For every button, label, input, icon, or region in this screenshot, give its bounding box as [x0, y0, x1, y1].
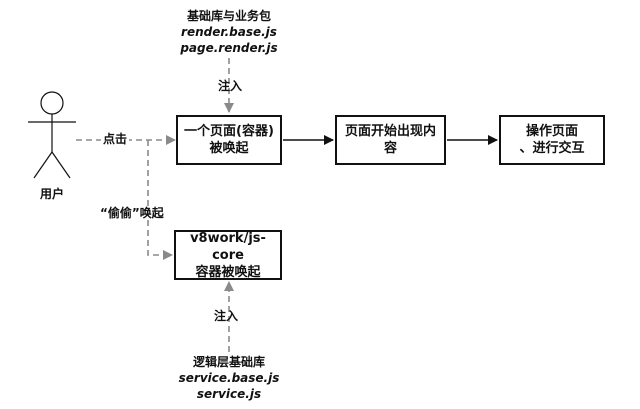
node-interact-text: 操作页面 、进行交互: [519, 124, 585, 156]
actor-label: 用户: [40, 187, 65, 201]
bottom-libs: 逻辑层基础库 service.base.js service.js: [158, 354, 300, 402]
node-page-render-text: 页面开始出现内 容: [344, 124, 436, 156]
node-v8work: v8work/js-core 容器被唤起: [174, 230, 282, 280]
edge-silent-wake: [147, 140, 173, 260]
click-label: 点击: [101, 131, 130, 147]
bottom-libs-file2: service.js: [196, 387, 262, 401]
node-page-render: 页面开始出现内 容: [335, 115, 446, 165]
bottom-libs-title: 逻辑层基础库: [192, 355, 265, 369]
node-interact: 操作页面 、进行交互: [499, 115, 605, 165]
node-v8work-text: v8work/js-core 容器被唤起: [190, 230, 266, 280]
top-libs-file1: render.base.js: [181, 25, 277, 39]
node-page-container: 一个页面(容器) 被唤起: [176, 115, 282, 165]
top-libs-file2: page.render.js: [180, 41, 278, 55]
inject-top-label: 注入: [218, 79, 243, 93]
user-stick-figure: [28, 91, 76, 179]
top-libs-title: 基础库与业务包: [186, 9, 271, 23]
node-page-container-text: 一个页面(容器) 被唤起: [184, 124, 274, 156]
inject-bottom-label: 注入: [214, 309, 239, 323]
silent-wake-label: “偷偷”唤起: [100, 206, 164, 220]
bottom-libs-file1: service.base.js: [178, 371, 280, 385]
top-libs: 基础库与业务包 render.base.js page.render.js: [158, 8, 300, 56]
